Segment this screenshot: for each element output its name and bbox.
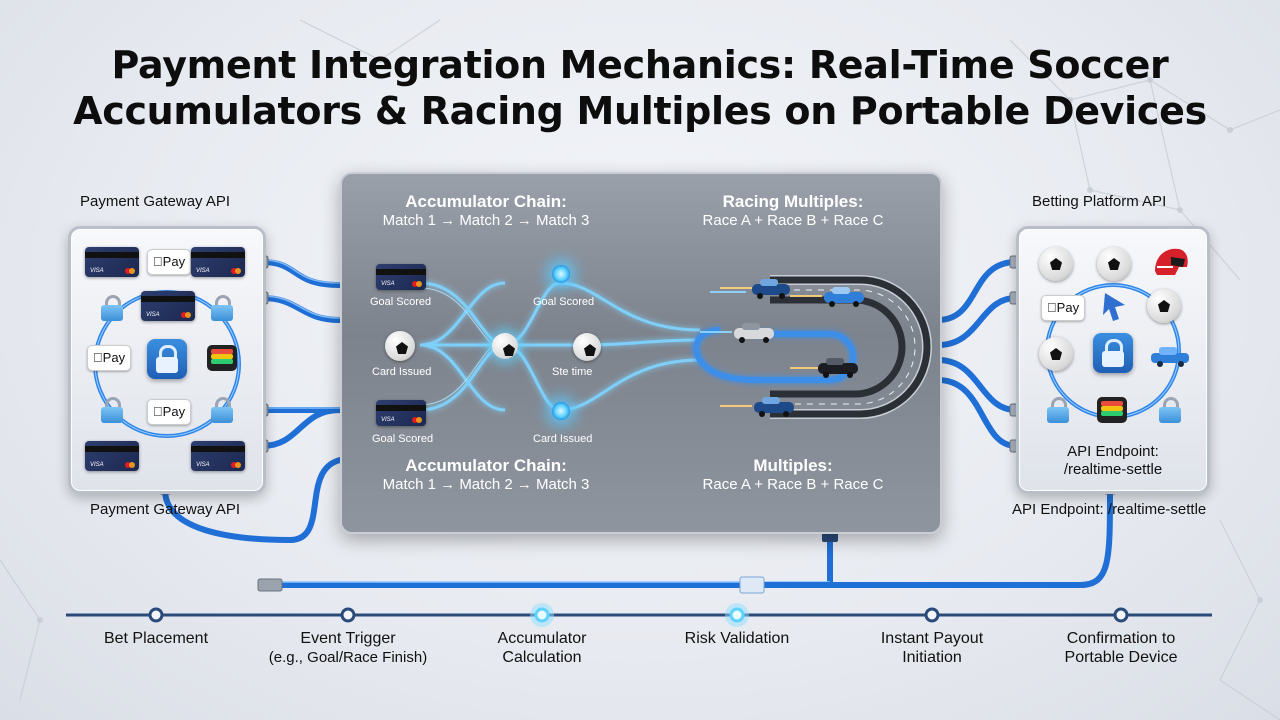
credit-card-icon: VISA — [191, 247, 245, 277]
race-top-title: Racing Multiples: — [722, 192, 864, 211]
soccer-ball-icon — [573, 333, 601, 361]
timeline-step-label: Risk Validation — [627, 629, 847, 648]
timeline-step-line1: Risk Validation — [684, 630, 790, 647]
node-label-card-issued: Card Issued — [372, 366, 432, 378]
lock-icon — [101, 295, 123, 321]
lock-icon — [211, 397, 233, 423]
soccer-ball-icon — [385, 331, 415, 361]
lock-icon — [1159, 397, 1181, 423]
timeline-node — [729, 607, 745, 623]
endpoint-path: /realtime-settle — [1063, 461, 1163, 478]
secure-lock-icon — [1093, 333, 1133, 373]
lock-icon — [1047, 397, 1069, 423]
right-cables — [935, 259, 1019, 449]
timeline-node — [924, 607, 940, 623]
endpoint-block: API Endpoint: /realtime-settle — [1019, 443, 1207, 479]
acc-top-sub: Match 1 → Match 2 → Match 3 — [382, 212, 590, 229]
endpoint-label: API Endpoint: — [1067, 443, 1159, 460]
credit-card-icon: VISA — [141, 291, 195, 321]
apple-pay-icon: Pay — [147, 399, 191, 425]
node-label-goal-scored: Goal Scored — [370, 296, 432, 308]
acc-bottom-sub: Match 1 → Match 2 → Match 3 — [382, 476, 590, 493]
timeline-step-label: Confirmation to Portable Device — [1011, 629, 1231, 667]
title-line-1: Payment Integration Mechanics: Real-Time… — [111, 43, 1169, 87]
race-car-icon — [734, 323, 774, 343]
timeline-node — [1113, 607, 1129, 623]
race-bottom-title: Multiples: — [753, 456, 833, 475]
credit-card-icon: VISA — [85, 441, 139, 471]
timeline-node — [534, 607, 550, 623]
node-label-card-issued: Card Issued — [533, 433, 593, 445]
bottom-cable — [257, 489, 1113, 594]
accumulator-chain-top: Accumulator Chain: Match 1 → Match 2 → M… — [368, 192, 604, 229]
left-panel-bottom-label: Payment Gateway API — [90, 501, 241, 518]
timeline-step-line2: (e.g., Goal/Race Finish) — [268, 649, 428, 666]
page-title: Payment Integration Mechanics: Real-Time… — [0, 42, 1280, 134]
race-car-icon — [818, 358, 858, 378]
event-node-glow — [552, 402, 570, 420]
payment-gateway-panel: VISA Pay VISA VISA Pay Pay VISA VISA — [68, 226, 266, 494]
wallet-icon — [207, 345, 237, 371]
apple-pay-icon: Pay — [147, 249, 191, 275]
timeline-step-line2: Portable Device — [1064, 649, 1178, 666]
timeline-step-line1: Instant Payout — [880, 630, 984, 647]
timeline-node — [340, 607, 356, 623]
timeline-step-line2: Initiation — [902, 649, 962, 666]
betting-platform-panel: Pay API Endpoint: /realtime-settle — [1016, 226, 1210, 494]
timeline-step-line2: Calculation — [502, 649, 582, 666]
lock-icon — [211, 295, 233, 321]
right-panel-bottom-label: API Endpoint: /realtime-settle — [1012, 501, 1207, 518]
node-label-goal-scored: Goal Scored — [533, 296, 595, 308]
accumulator-chain-bottom: Accumulator Chain: Match 1 → Match 2 → M… — [368, 456, 604, 493]
race-car-icon — [824, 287, 864, 307]
credit-card-icon: VISA — [376, 264, 426, 290]
timeline-step-label: Bet Placement — [46, 629, 266, 648]
soccer-ball-icon — [1147, 289, 1181, 323]
right-panel-top-label: Betting Platform API — [1032, 193, 1167, 210]
timeline-step-line1: Bet Placement — [103, 630, 209, 647]
apple-pay-icon: Pay — [87, 345, 131, 371]
soccer-ball-icon — [1097, 247, 1131, 281]
race-track — [693, 275, 932, 419]
node-label-goal-scored: Goal Scored — [372, 433, 434, 445]
lock-icon — [101, 397, 123, 423]
wallet-icon — [1097, 397, 1127, 423]
racing-helmet-icon — [1155, 248, 1188, 275]
race-car-icon — [754, 397, 794, 417]
credit-card-icon: VISA — [376, 400, 426, 426]
secure-lock-icon — [147, 339, 187, 379]
credit-card-icon: VISA — [85, 247, 139, 277]
soccer-ball-icon — [492, 333, 518, 359]
event-node-glow — [552, 265, 570, 283]
race-top-sub: Race A + Race B + Race C — [702, 212, 884, 229]
timeline-step-line1: Event Trigger — [300, 630, 396, 647]
acc-top-title: Accumulator Chain: — [405, 192, 567, 211]
timeline-step-line1: Accumulator — [497, 630, 587, 647]
car-icon — [1151, 347, 1189, 367]
acc-bottom-title: Accumulator Chain: — [405, 456, 567, 475]
apple-pay-icon: Pay — [1041, 295, 1085, 321]
timeline-step-line1: Confirmation to — [1066, 630, 1176, 647]
node-label-site-time: Ste time — [552, 366, 593, 378]
cursor-arrow-icon — [1103, 293, 1125, 321]
title-line-2: Accumulators & Racing Multiples on Porta… — [73, 89, 1207, 133]
racing-multiples-bottom: Multiples: Race A + Race B + Race C — [690, 456, 896, 493]
soccer-ball-icon — [1039, 337, 1073, 371]
left-panel-top-label: Payment Gateway API — [80, 193, 231, 210]
soccer-ball-icon — [1039, 247, 1073, 281]
race-bottom-sub: Race A + Race B + Race C — [702, 476, 884, 493]
racing-multiples-top: Racing Multiples: Race A + Race B + Race… — [690, 192, 896, 229]
timeline-step-label: Event Trigger (e.g., Goal/Race Finish) — [238, 629, 458, 667]
timeline-node — [148, 607, 164, 623]
left-cables — [162, 259, 343, 544]
credit-card-icon: VISA — [191, 441, 245, 471]
race-car-icon — [752, 279, 790, 299]
